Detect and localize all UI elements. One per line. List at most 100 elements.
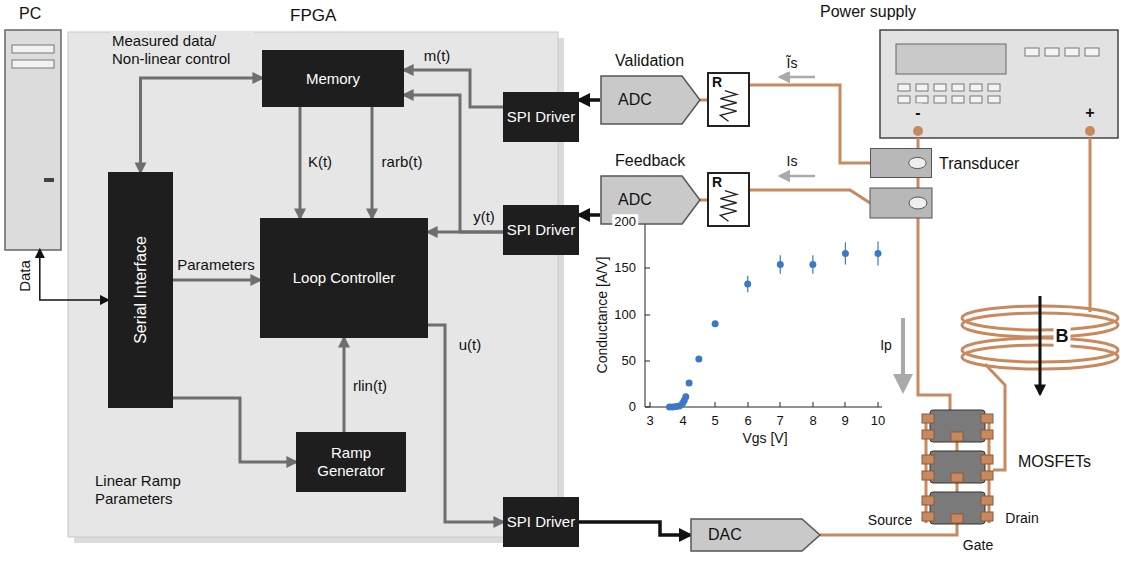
copper-wire <box>750 190 870 203</box>
conductance-chart <box>715 402 716 407</box>
power-supply-unit <box>896 44 1006 74</box>
resistor-symbol: R <box>707 72 750 127</box>
signal-arrow <box>173 279 260 282</box>
signal-arrow <box>579 522 690 535</box>
mosfet-stack-outline <box>930 492 985 524</box>
mosfet-stack-outline <box>926 410 989 528</box>
conductance-chart <box>695 355 702 362</box>
node-label: Memory <box>306 70 360 88</box>
power-supply-unit <box>898 84 910 91</box>
node-label: DAC <box>708 526 742 544</box>
mosfet-stack-outline <box>981 430 993 439</box>
conductance-chart <box>645 315 650 316</box>
power-supply-unit <box>1065 48 1079 56</box>
conductance-chart <box>842 250 849 257</box>
signal-name: Data <box>16 258 34 294</box>
power-supply-unit <box>952 84 964 91</box>
mosfet-stack-outline <box>981 455 993 464</box>
conductance-chart <box>645 222 882 411</box>
signal-name: Source <box>866 512 914 529</box>
axis-label: 5 <box>709 413 720 429</box>
mosfet-stack-outline <box>981 471 993 480</box>
generator-block: Ramp Generator <box>296 432 406 492</box>
interface-block: Serial Interface <box>108 172 173 408</box>
conductance-chart <box>650 402 651 407</box>
signal-name: - <box>913 103 922 122</box>
signal-name: y(t) <box>471 208 497 226</box>
conductance-chart <box>780 402 781 407</box>
signal-arrow <box>40 250 108 300</box>
mosfet-stack-outline <box>951 432 963 441</box>
conductance-chart <box>874 250 881 257</box>
conductance-chart <box>813 402 814 407</box>
axis-label: 4 <box>677 413 688 429</box>
power-supply-unit <box>934 84 946 91</box>
axis-label: 50 <box>620 353 638 369</box>
conductance-chart <box>645 268 650 269</box>
power-supply-unit <box>970 84 982 91</box>
node-label: SPI Driver <box>507 108 575 126</box>
signal-name: Drain <box>1003 510 1040 527</box>
power-supply-unit <box>970 96 982 103</box>
wire <box>700 199 707 202</box>
signal-name: u(t) <box>457 336 484 354</box>
node-label: Loop Controller <box>293 269 396 287</box>
driver-block: SPI Driver <box>503 497 579 547</box>
pc-tower <box>5 30 61 250</box>
resistor-symbol: R <box>707 172 750 227</box>
signal-name: Parameters <box>175 256 257 274</box>
current-transducer-outline <box>871 149 931 177</box>
signal-arrow <box>173 398 296 462</box>
current-arrow <box>780 76 815 79</box>
power-supply-unit <box>934 96 946 103</box>
mosfet-stack-outline <box>930 451 985 483</box>
signal-arrow <box>371 107 374 218</box>
signal-arrow <box>299 107 302 218</box>
node-label: R <box>712 74 722 90</box>
axis-label: 9 <box>839 413 850 429</box>
node-heading: Transducer <box>939 155 1019 173</box>
signal-arrow <box>343 338 346 432</box>
signal-name: rarb(t) <box>380 153 425 171</box>
signal-name: Ĩs <box>785 55 800 72</box>
conductance-chart <box>645 222 878 407</box>
conductance-chart <box>686 379 693 386</box>
power-supply-unit <box>988 84 1000 91</box>
node-heading: Power supply <box>820 3 916 21</box>
power-supply-unit <box>1025 48 1039 56</box>
axis-label: 0 <box>627 399 638 415</box>
axis-label: 200 <box>612 214 638 230</box>
transducer-box <box>870 188 932 218</box>
current-arrow <box>780 175 815 178</box>
mosfet-stack-outline <box>920 405 995 528</box>
power-supply-unit <box>1045 48 1059 56</box>
pc-tower <box>12 45 54 53</box>
wire <box>750 85 870 163</box>
signal-name: Ip <box>878 337 894 354</box>
mosfet-stack-outline <box>922 455 934 464</box>
driver-block: SPI Driver <box>503 92 579 142</box>
signal-name: K(t) <box>306 153 334 171</box>
pc-tower <box>5 30 61 250</box>
fpga-board: FPGAMemorySerial InterfaceLoop Controlle… <box>68 32 558 537</box>
current-arrow <box>901 318 905 390</box>
signal-arrow <box>579 213 600 217</box>
fpga-panel <box>68 32 558 537</box>
mosfet-stack-outline <box>981 496 993 505</box>
controller-block: Loop Controller <box>260 218 428 338</box>
conductance-chart <box>845 402 846 407</box>
power-supply-unit <box>1085 126 1095 136</box>
signal-name: rlin(t) <box>351 377 389 395</box>
resistor-symbol-outline <box>720 91 736 122</box>
signal-arrow <box>404 70 503 107</box>
axis-label: 100 <box>612 307 638 323</box>
axis-label: 10 <box>869 413 887 429</box>
mosfet-stack-outline <box>922 471 934 480</box>
current-transducer-outline <box>909 157 926 168</box>
copper-wire <box>917 178 920 188</box>
signal-name: Linear Ramp Parameters <box>93 472 227 508</box>
mosfet-stack: MOSFETs <box>920 405 995 528</box>
signal-arrow <box>428 325 503 522</box>
